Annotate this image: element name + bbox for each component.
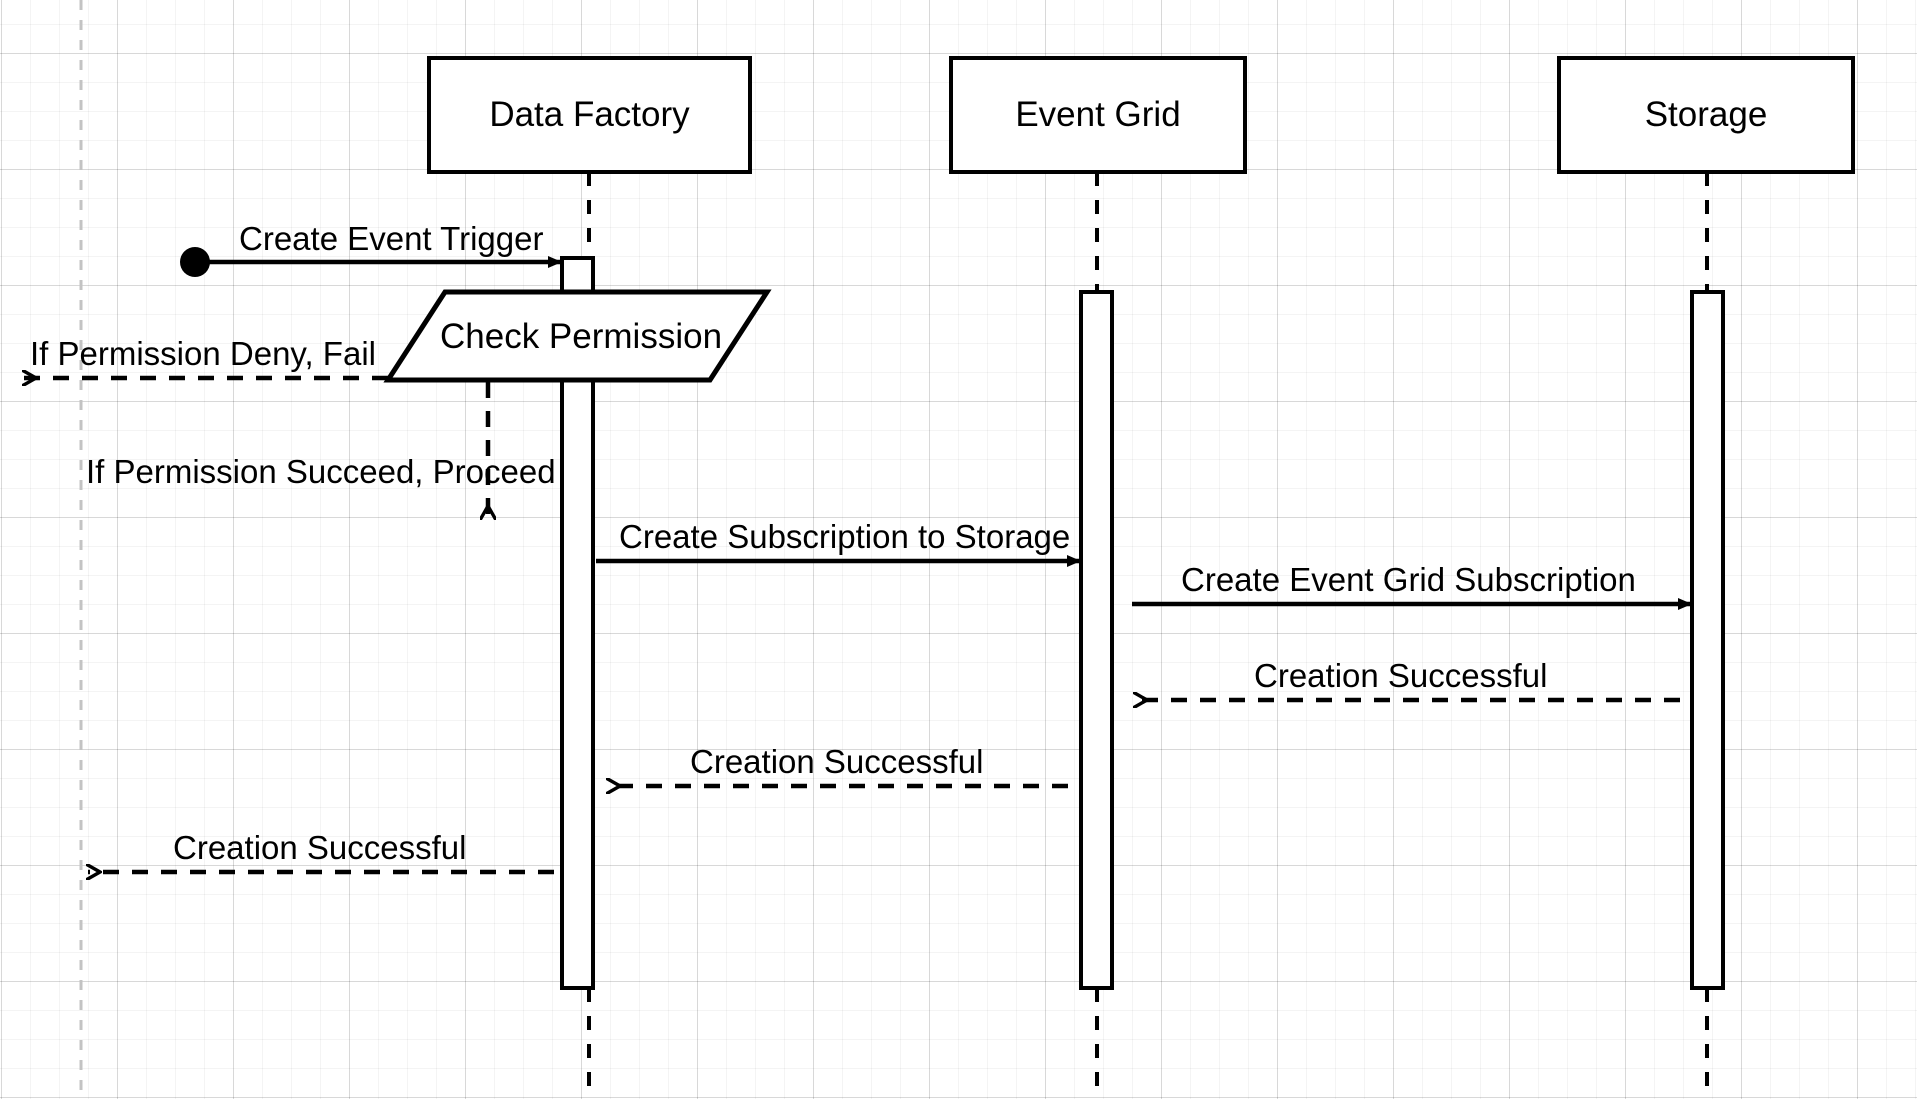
participant-label-data-factory: Data Factory bbox=[489, 95, 690, 134]
fragment-label-check-permission: Check Permission bbox=[440, 317, 723, 356]
participant-box-event-grid bbox=[949, 56, 1247, 174]
message-label-creation-successful-data-factory: Creation Successful bbox=[173, 829, 467, 866]
message-label-create-event-grid-subscription: Create Event Grid Subscription bbox=[1181, 561, 1636, 598]
message-label-create-event-trigger: Create Event Trigger bbox=[239, 220, 544, 257]
fragment-check-permission-shape bbox=[383, 289, 772, 383]
message-label-create-subscription-to-storage: Create Subscription to Storage bbox=[619, 518, 1071, 555]
participant-label-event-grid: Event Grid bbox=[1015, 95, 1181, 134]
activation-storage bbox=[1690, 290, 1725, 990]
message-label-creation-successful-storage: Creation Successful bbox=[1254, 657, 1548, 694]
activation-data-factory-main bbox=[560, 376, 595, 990]
message-label-permission-succeed-proceed: If Permission Succeed, Proceed bbox=[86, 453, 556, 490]
participant-box-data-factory bbox=[427, 56, 752, 174]
message-label-creation-successful-event-grid: Creation Successful bbox=[690, 743, 984, 780]
activation-data-factory-initial bbox=[560, 256, 595, 294]
activation-event-grid bbox=[1079, 290, 1114, 990]
message-label-permission-deny-fail: If Permission Deny, Fail bbox=[30, 335, 376, 372]
participant-label-storage: Storage bbox=[1644, 95, 1768, 134]
